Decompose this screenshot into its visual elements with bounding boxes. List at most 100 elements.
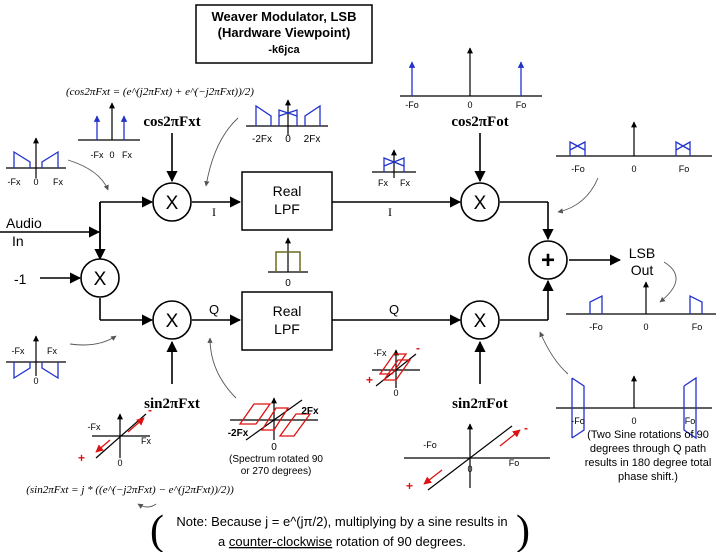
cos-fx-label: cos2πFxt [143, 114, 200, 130]
signal-wiring [0, 133, 622, 384]
svg-text:Fx: Fx [47, 346, 57, 356]
svg-text:(: ( [150, 508, 164, 552]
svg-text:(Two Sine rotations of 90: (Two Sine rotations of 90 [587, 429, 709, 441]
q-path-label-1: Q [209, 302, 219, 317]
svg-text:or 270 degrees): or 270 degrees) [241, 466, 312, 477]
svg-text:+: + [366, 373, 373, 387]
svg-text:Fx: Fx [53, 177, 63, 187]
svg-text:Fx: Fx [141, 436, 151, 446]
svg-text:Fo: Fo [685, 416, 696, 426]
svg-text:X: X [166, 311, 179, 332]
svg-text:-Fx: -Fx [8, 177, 21, 187]
title-line-2: (Hardware Viewpoint) [218, 25, 351, 40]
mixer-i-1: X [152, 182, 192, 222]
spectrum-cos-fx: -Fx 0 Fx [78, 102, 140, 160]
svg-text:0: 0 [631, 416, 636, 426]
svg-text:Fo: Fo [692, 322, 703, 332]
bottom-note: ( Note: Because j = e^(jπ/2), multiplyin… [150, 508, 530, 552]
svg-text:0: 0 [33, 177, 38, 187]
q-path-label-2: Q [389, 302, 399, 317]
phase-shift-note: (Two Sine rotations of 90 degrees throug… [585, 429, 712, 483]
svg-text:Real: Real [273, 303, 302, 319]
svg-text:Fx: Fx [378, 178, 388, 188]
svg-text:0: 0 [467, 464, 472, 474]
svg-text:0: 0 [117, 458, 122, 468]
title-box: Weaver Modulator, LSB (Hardware Viewpoin… [195, 4, 373, 64]
minus-one-label: -1 [14, 271, 27, 287]
svg-text:-: - [148, 403, 152, 417]
lsb-out-label-1: LSB [629, 245, 655, 261]
audio-in-label-1: Audio [6, 215, 42, 231]
svg-text:Fo: Fo [509, 458, 520, 468]
spectrum-sin-fx-3d: -Fx 0 Fx + - [78, 403, 152, 468]
svg-text:Fo: Fo [679, 164, 690, 174]
spectrum-q-output: -Fo 0 Fo [556, 375, 712, 440]
title-line-3: -k6jca [268, 44, 300, 56]
svg-text:0: 0 [109, 150, 114, 160]
svg-text:results in 180 degree total: results in 180 degree total [585, 457, 712, 469]
svg-text:Fx: Fx [122, 150, 132, 160]
svg-text:0: 0 [285, 278, 291, 289]
svg-text:+: + [406, 479, 413, 493]
svg-text:X: X [166, 193, 179, 214]
spectrum-i-mixer-output: -2Fx 0 2Fx [246, 99, 328, 145]
sin-fx-label: sin2πFxt [144, 396, 200, 412]
svg-text:2Fx: 2Fx [301, 406, 319, 417]
spectrum-i-filtered: Fx Fx [372, 149, 416, 188]
sin-fo-label: sin2πFot [452, 396, 508, 412]
spectrum-q-filtered: -Fx 0 + - [366, 341, 420, 398]
svg-text:X: X [474, 311, 487, 332]
bottom-note-line-1: Note: Because j = e^(jπ/2), multiplying … [176, 514, 507, 529]
bottom-note-line-2: a counter-clockwise rotation of 90 degre… [218, 534, 466, 549]
svg-text:(Spectrum rotated 90: (Spectrum rotated 90 [229, 454, 323, 465]
svg-text:0: 0 [285, 134, 291, 145]
svg-text:LPF: LPF [274, 201, 300, 217]
svg-text:X: X [94, 269, 107, 290]
spectrum-inverted-audio: -Fx 0 Fx [6, 335, 66, 386]
inverter-mixer: X [80, 258, 120, 298]
svg-text:-Fx: -Fx [12, 346, 25, 356]
svg-text:-Fo: -Fo [571, 416, 585, 426]
lpf-i-block: Real LPF [241, 171, 333, 231]
svg-text:0: 0 [467, 100, 472, 110]
mixer-q-2: X [460, 300, 500, 340]
summer: + [528, 240, 568, 280]
annotation-leaders [67, 117, 677, 509]
svg-text:0: 0 [393, 388, 398, 398]
i-path-label-1: I [212, 205, 216, 219]
svg-text:0: 0 [643, 322, 648, 332]
svg-text:+: + [541, 247, 555, 274]
svg-text:2Fx: 2Fx [304, 134, 321, 145]
svg-text:0: 0 [33, 376, 38, 386]
svg-text:): ) [516, 508, 530, 552]
spectrum-i-output: -Fo 0 Fo [556, 121, 712, 174]
svg-text:LPF: LPF [274, 321, 300, 337]
cos-expansion-equation: (cos2πFxt = (e^(j2πFxt) + e^(−j2πFxt))/2… [66, 86, 254, 98]
spectrum-sin-fo-3d: -Fo 0 Fo + - [404, 421, 550, 493]
mixer-i-2: X [460, 182, 500, 222]
svg-text:-Fx: -Fx [91, 150, 104, 160]
spectrum-q-mixer-output: -2Fx 0 2Fx [228, 397, 319, 453]
svg-text:-Fo: -Fo [571, 164, 585, 174]
lpf-q-block: Real LPF [241, 291, 333, 351]
lsb-out-label-2: Out [631, 262, 654, 278]
title-line-1: Weaver Modulator, LSB [212, 9, 357, 24]
svg-text:0: 0 [631, 164, 636, 174]
svg-text:Real: Real [273, 183, 302, 199]
svg-text:X: X [474, 193, 487, 214]
svg-text:degrees through Q path: degrees through Q path [590, 443, 706, 455]
mixer-q-1: X [152, 300, 192, 340]
spectrum-audio-input: -Fx 0 Fx [6, 137, 66, 187]
svg-text:-: - [524, 421, 528, 435]
svg-text:Fo: Fo [516, 100, 527, 110]
svg-text:-2Fx: -2Fx [252, 134, 272, 145]
svg-text:-Fo: -Fo [423, 440, 437, 450]
sin-expansion-equation: (sin2πFxt = j * ((e^(−j2πFxt) − e^(j2πFx… [26, 484, 234, 496]
i-path-label-2: I [388, 205, 392, 219]
svg-text:-2Fx: -2Fx [228, 428, 249, 439]
spectrum-cos-fo: -Fo 0 Fo [400, 47, 542, 110]
cos-fo-label: cos2πFot [451, 114, 508, 130]
svg-text:-Fx: -Fx [88, 422, 101, 432]
